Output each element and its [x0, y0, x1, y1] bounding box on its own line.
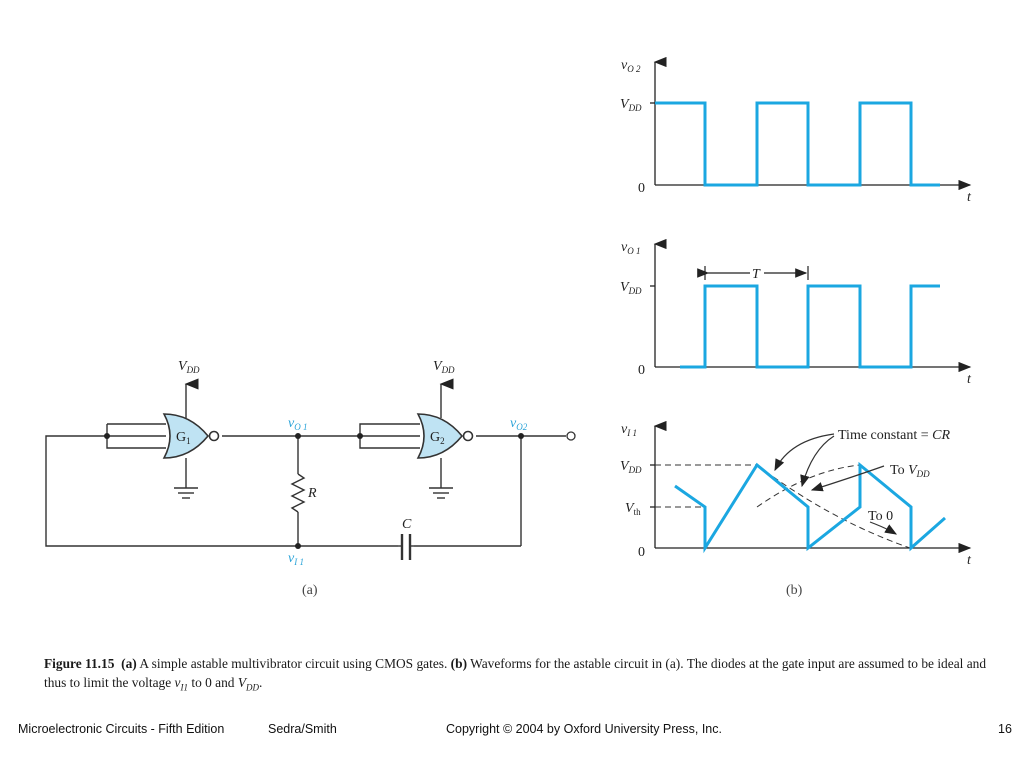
- figure-caption: Figure 11.15 (a) A simple astable multiv…: [44, 654, 1004, 698]
- vo1-time-label: t: [967, 372, 972, 387]
- annotation-arrows: [774, 433, 898, 535]
- to-zero-label: To 0: [868, 509, 893, 524]
- gate1-label: G1: [176, 430, 191, 446]
- panel-a-label: (a): [302, 583, 318, 598]
- vo2-zero-tick: 0: [638, 181, 645, 196]
- vi1-vth-tick: Vth: [625, 501, 641, 517]
- caption-figure-number: Figure 11.15: [44, 656, 115, 671]
- period-label: T: [752, 267, 761, 282]
- vdd-label-g2: VDD: [433, 359, 455, 375]
- caption-vdd-sub: DD: [246, 682, 260, 693]
- waveform-traces: [655, 101, 946, 554]
- footer-page-number: 16: [998, 722, 1012, 736]
- capacitor-label: C: [402, 517, 412, 532]
- caption-period: .: [259, 675, 263, 690]
- vo2-vdd-tick: VDD: [620, 97, 642, 113]
- gate-g1: [162, 413, 220, 459]
- caption-text-a: A simple astable multivibrator circuit u…: [136, 656, 451, 671]
- vdd-label-g1: VDD: [178, 359, 200, 375]
- to-vdd-label: To VDD: [890, 463, 930, 479]
- vo2-trace: [655, 101, 940, 187]
- caption-var: v: [174, 675, 181, 690]
- vo1-label: vO 1: [288, 416, 307, 432]
- resistor-label: R: [307, 486, 317, 501]
- caption-vdd: V: [237, 675, 247, 690]
- vi1-trace: [674, 461, 946, 554]
- caption-text-end: to 0 and: [188, 675, 238, 690]
- vo2-time-label: t: [967, 190, 972, 205]
- footer-book-title: Microelectronic Circuits - Fifth Edition: [18, 722, 225, 736]
- vi1-time-label: t: [967, 553, 972, 568]
- vi1-vdd-tick: VDD: [620, 459, 642, 475]
- caption-var-sub: I1: [180, 682, 189, 693]
- gate-g2: [416, 413, 474, 459]
- footer-authors: Sedra/Smith: [268, 722, 337, 736]
- junction-dots: [104, 433, 524, 549]
- period-marker: [697, 266, 809, 280]
- figure-diagram: VDD VDD G1 G2 vO 1 vO2 vI 1 R C (a): [45, 56, 972, 598]
- output-terminal: [566, 431, 576, 441]
- gate2-label: G2: [430, 430, 445, 446]
- vo1-trace: [680, 284, 940, 369]
- vo1-axis-label: vO 1: [621, 240, 640, 256]
- vi1-axis-label: vI 1: [621, 422, 637, 438]
- vi1-label: vI 1: [288, 551, 304, 567]
- vo2-label: vO2: [510, 416, 528, 432]
- vo1-vdd-tick: VDD: [620, 280, 642, 296]
- footer-copyright: Copyright © 2004 by Oxford University Pr…: [446, 722, 722, 736]
- caption-part-a: (a): [121, 656, 137, 671]
- vi1-zero-tick: 0: [638, 545, 645, 560]
- caption-text-b: Waveforms for the astable circuit in (a)…: [44, 656, 987, 690]
- caption-part-b: (b): [450, 656, 468, 671]
- vo2-axis-label: vO 2: [621, 58, 641, 74]
- panel-b-label: (b): [786, 583, 803, 598]
- time-constant-label: Time constant = CR: [838, 428, 950, 443]
- vo1-zero-tick: 0: [638, 363, 645, 378]
- reference-lines: [655, 464, 911, 549]
- circuit-schematic: [45, 378, 566, 560]
